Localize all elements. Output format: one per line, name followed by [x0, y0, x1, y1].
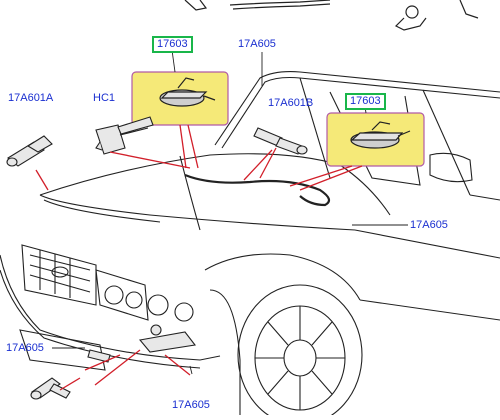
- label-17a605-right: 17A605: [410, 219, 448, 231]
- pointer-lines: [52, 49, 408, 375]
- label-hc1: HC1: [93, 92, 116, 104]
- label-17a605-left: 17A605: [6, 342, 44, 354]
- label-17a601a: 17A601A: [8, 92, 54, 104]
- connector-17a601a-icon: [6, 135, 53, 167]
- connector-bottom-icon: [30, 377, 71, 400]
- washer-hose: [184, 173, 331, 207]
- connector-17a601b-icon: [253, 127, 308, 155]
- washer-pump-icon: [87, 324, 197, 363]
- label-17a605-bottom: 17A605: [172, 399, 210, 411]
- washer-jet-left-icon: [159, 77, 216, 107]
- washer-jet-right-icon: [350, 121, 411, 149]
- leader-lines: [35, 124, 363, 391]
- label-17603-left: 17603: [152, 36, 193, 53]
- label-17a605-top: 17A605: [238, 38, 276, 50]
- top-parts-fragments: [184, 0, 479, 31]
- car-body: [0, 71, 500, 420]
- label-17603-right: 17603: [345, 93, 386, 110]
- harness-hc1-icon: [95, 116, 154, 155]
- label-17a601b: 17A601B: [268, 97, 314, 109]
